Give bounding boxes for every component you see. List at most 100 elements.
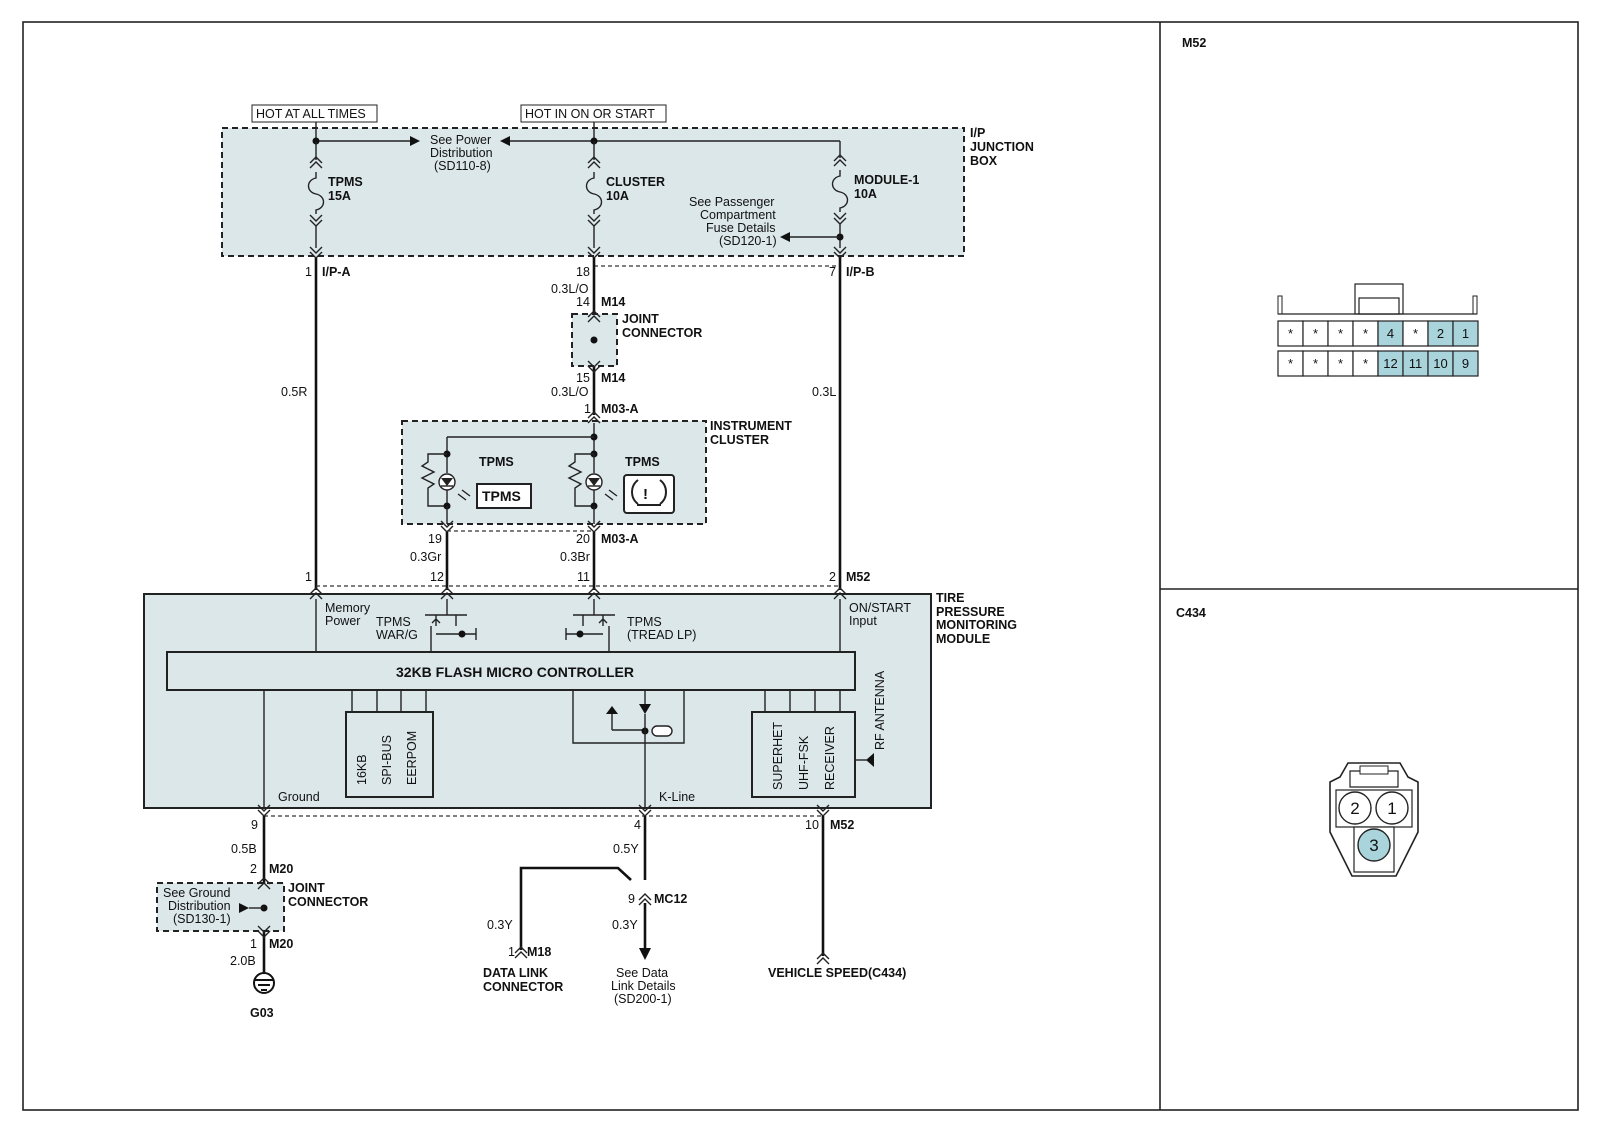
- joint-arrows: [638, 893, 652, 906]
- conn-m03a-bot: M03-A: [601, 532, 639, 546]
- c434-pin-label: 3: [1369, 836, 1378, 855]
- wire-05b: 0.5B: [231, 842, 257, 856]
- antenna-arrow-icon: [866, 753, 874, 767]
- m52-pin-label: *: [1338, 326, 1343, 341]
- fuse-tpms: [307, 141, 325, 259]
- tpmm-line1: TIRE: [936, 591, 964, 605]
- wire-03br: 0.3Br: [560, 550, 590, 564]
- tpms-tread-line1: TPMS: [627, 615, 662, 629]
- m52-pin-cell: [1327, 320, 1354, 347]
- joint2-line2: CONNECTOR: [288, 895, 368, 909]
- conn-m14-b: M14: [601, 371, 625, 385]
- fuse-cluster: [585, 141, 603, 259]
- see-power-dist-line1: See Power: [430, 133, 491, 147]
- transistor-warg: [425, 599, 477, 652]
- m52-pin-cell: [1352, 320, 1379, 347]
- pin-10: 10: [805, 818, 819, 832]
- arrow-right-icon: [239, 903, 249, 913]
- conn-m18: M18: [527, 945, 551, 959]
- m52-pin-label: 9: [1462, 356, 1469, 371]
- m52-pin-cell: [1402, 320, 1429, 347]
- pin-7-ipb: 7: [829, 265, 836, 279]
- conn-m52-bot: M52: [830, 818, 854, 832]
- tpms-warning-lamp-2: [567, 453, 618, 524]
- mem-16kb: 16KB: [355, 754, 369, 785]
- m52-pin-cell: [1277, 320, 1304, 347]
- m52-pin-label: 12: [1383, 356, 1397, 371]
- conn-m03a-top: M03-A: [601, 402, 639, 416]
- m52-pin-label: *: [1338, 356, 1343, 371]
- pin-11-m52: 11: [577, 570, 590, 584]
- wire-dlc: [519, 866, 632, 950]
- pin-1-m03: 1: [584, 402, 591, 416]
- conn-mc12: MC12: [654, 892, 687, 906]
- wire-03y-b: 0.3Y: [612, 918, 638, 932]
- wire-20b: 2.0B: [230, 954, 256, 968]
- pin-2-m52: 2: [829, 570, 836, 584]
- m52-pin-label: 1: [1462, 326, 1469, 341]
- pin-20: 20: [576, 532, 590, 546]
- c434-pin: [1338, 791, 1372, 825]
- joint2-line1: JOINT: [288, 881, 325, 895]
- tpms-badge-box: [476, 483, 532, 509]
- c434-pin: [1375, 791, 1409, 825]
- transistor-tread: [565, 599, 615, 652]
- onstart-line2: Input: [849, 614, 877, 628]
- see-data-line1: See Data: [616, 966, 668, 980]
- m52-pin-label: *: [1363, 356, 1368, 371]
- vehicle-speed-label: VEHICLE SPEED(C434): [768, 966, 906, 980]
- receiver-box: [751, 711, 856, 798]
- pin-1-m52: 1: [305, 570, 312, 584]
- pin-9: 9: [251, 818, 258, 832]
- pin-1-m18: 1: [508, 945, 515, 959]
- ipjb-label-line1: I/P: [970, 126, 985, 140]
- conn-m14-a: M14: [601, 295, 625, 309]
- tpmm-line3: MONITORING: [936, 618, 1017, 632]
- micro-controller-box: [166, 651, 856, 691]
- rx-uhf: UHF-FSK: [797, 735, 811, 790]
- pin-2-m20: 2: [250, 862, 257, 876]
- pin-1-m20: 1: [250, 937, 257, 951]
- fuse-module-name: MODULE-1: [854, 173, 919, 187]
- wire-05r: 0.5R: [281, 385, 307, 399]
- passenger-line2: Compartment: [700, 208, 776, 222]
- see-ground-line2: Distribution: [168, 899, 231, 913]
- passenger-line1: See Passenger: [689, 195, 774, 209]
- m52-pin-cell: [1327, 350, 1354, 377]
- ipjb-label-line2: JUNCTION: [970, 140, 1034, 154]
- tpms-warning-lamp-1: [420, 453, 471, 524]
- m52-pin-label: 10: [1433, 356, 1447, 371]
- wire-03l: 0.3L: [812, 385, 836, 399]
- rf-antenna: RF ANTENNA: [873, 670, 887, 750]
- ground-label: Ground: [278, 790, 320, 804]
- conn-ipb: I/P-B: [846, 265, 874, 279]
- fuse-module-amp: 10A: [854, 187, 877, 201]
- pin-18: 18: [576, 265, 590, 279]
- receiver-bus-lines: [764, 690, 841, 712]
- m52-pin-label: *: [1413, 326, 1418, 341]
- pin-9-mc12: 9: [628, 892, 635, 906]
- tpms-tread-line2: (TREAD LP): [627, 628, 696, 642]
- memory-bus-lines: [351, 690, 427, 712]
- joint-arrows: [309, 587, 847, 600]
- memory-line2: Power: [325, 614, 360, 628]
- junction-dot: [590, 336, 598, 344]
- instrument-cluster-line1: INSTRUMENT: [710, 419, 792, 433]
- wire-05y: 0.5Y: [613, 842, 639, 856]
- c434-panel-title: C434: [1176, 606, 1206, 620]
- see-ground-line3: (SD130-1): [173, 912, 231, 926]
- see-power-dist-line3: (SD110-8): [434, 159, 491, 173]
- joint-arrows: [816, 952, 830, 965]
- memory-line1: Memory: [325, 601, 371, 615]
- m52-pin-cell: [1302, 350, 1329, 377]
- c434-pin-label: 2: [1350, 799, 1359, 818]
- tpmm-line2: PRESSURE: [936, 605, 1005, 619]
- see-ground-line1: See Ground: [163, 886, 230, 900]
- rx-superhet: SUPERHET: [771, 722, 785, 790]
- pin-14: 14: [576, 295, 590, 309]
- rx-receiver: RECEIVER: [823, 726, 837, 790]
- arrow-down-icon: [639, 948, 651, 960]
